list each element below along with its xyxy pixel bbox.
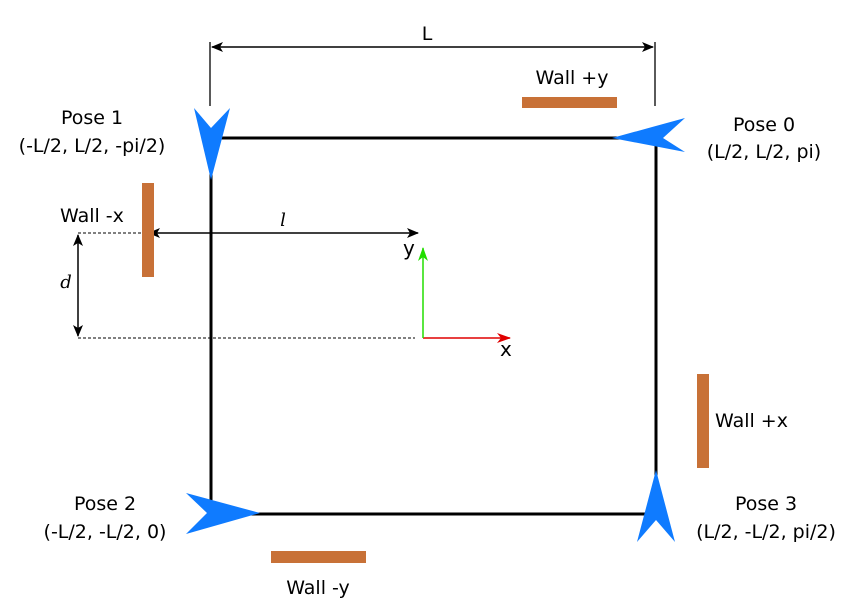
wall-minus-y	[271, 551, 366, 563]
pose-2-coords: (-L/2, -L/2, 0)	[44, 521, 167, 543]
wall-plus-x	[697, 374, 709, 468]
dimension-l-label: l	[280, 210, 286, 231]
wall-plus-y	[522, 97, 617, 108]
wall-minus-y-label: Wall -y	[286, 577, 350, 599]
wall-minus-x-label: Wall -x	[60, 205, 124, 227]
pose-0-arrow	[612, 118, 685, 152]
pose-1-arrow	[194, 108, 230, 180]
x-axis-label: x	[500, 337, 512, 361]
wall-minus-x	[142, 183, 154, 277]
wall-plus-x-label: Wall +x	[715, 410, 788, 432]
pose-0-coords: (L/2, L/2, pi)	[707, 141, 821, 163]
pose-3-coords: (L/2, -L/2, pi/2)	[696, 521, 836, 543]
y-axis-label: y	[403, 236, 415, 260]
pose-2-arrow	[186, 493, 260, 534]
pose-1-name: Pose 1	[61, 107, 123, 129]
arena-boundary	[209, 136, 658, 516]
pose-2-name: Pose 2	[74, 493, 136, 515]
dimension-d-label: d	[60, 272, 72, 293]
pose-3-arrow	[637, 470, 675, 542]
dimension-L-label: L	[422, 23, 433, 45]
pose-1-coords: (-L/2, L/2, -pi/2)	[19, 135, 166, 157]
pose-0-name: Pose 0	[733, 114, 795, 136]
wall-plus-y-label: Wall +y	[536, 67, 609, 89]
pose-3-name: Pose 3	[735, 493, 797, 515]
